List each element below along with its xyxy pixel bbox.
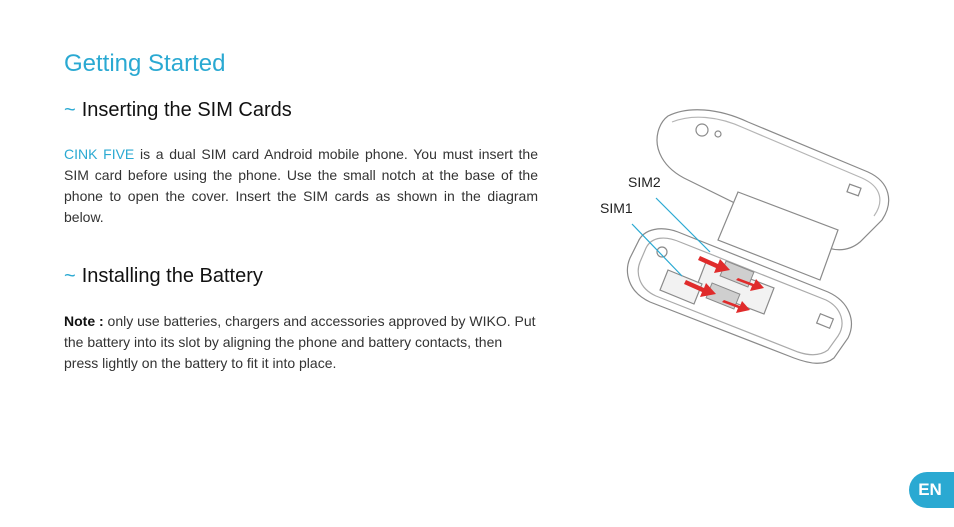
sim-cards-paragraph: CINK FIVE is a dual SIM card Android mob… (64, 144, 538, 228)
language-badge: EN (909, 472, 954, 508)
brand-name: CINK FIVE (64, 146, 135, 162)
sim1-leader-line (631, 223, 683, 277)
page-title: Getting Started (64, 50, 226, 77)
sim2-label: SIM2 (628, 174, 661, 190)
back-cover (656, 109, 890, 251)
section-heading-battery-text: Installing the Battery (81, 265, 263, 287)
battery-text: only use batteries, chargers and accesso… (64, 313, 536, 371)
battery (717, 191, 839, 281)
sim-cards-text: is a dual SIM card Android mobile phone.… (64, 146, 538, 225)
sim-insertion-diagram: SIM2 SIM1 (598, 102, 894, 364)
phone-diagram-illustration (626, 109, 890, 364)
section-heading-sim-cards-text: Inserting the SIM Cards (81, 99, 292, 121)
note-label: Note : (64, 313, 104, 329)
tilde-icon: ~ (64, 99, 76, 121)
sim1-label: SIM1 (600, 200, 633, 216)
section-heading-battery: ~Installing the Battery (64, 265, 263, 288)
section-heading-sim-cards: ~Inserting the SIM Cards (64, 99, 292, 122)
battery-paragraph: Note : only use batteries, chargers and … (64, 311, 538, 374)
sim2-leader-line (655, 197, 711, 253)
insertion-arrows (684, 256, 764, 313)
tilde-icon: ~ (64, 265, 76, 287)
